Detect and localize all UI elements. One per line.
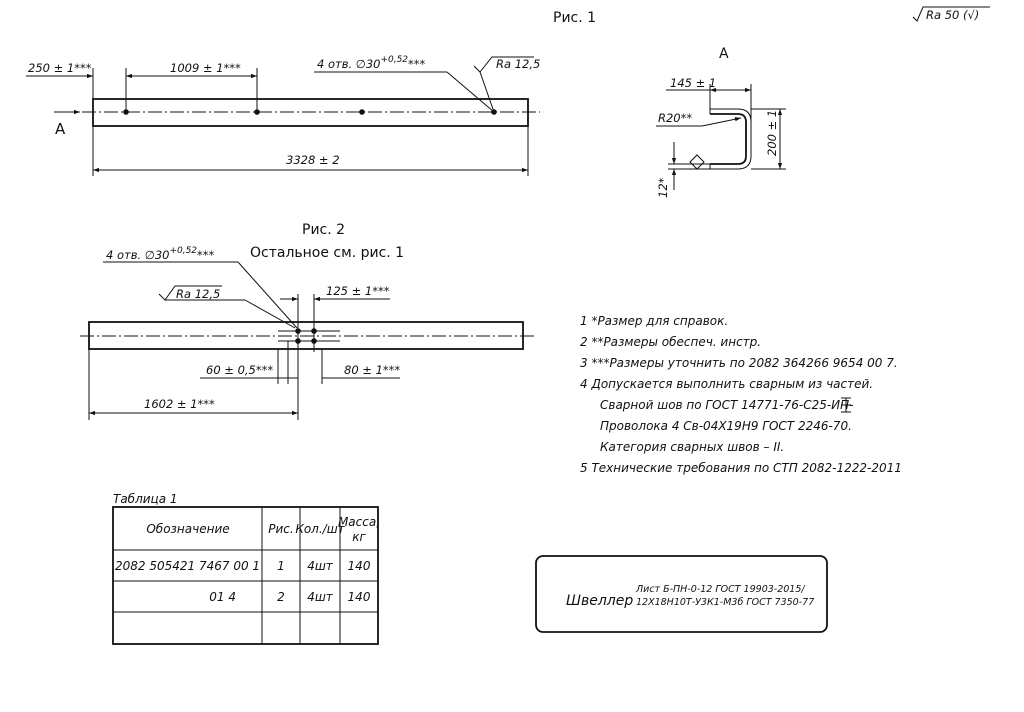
dim-80: 80 ± 1***	[344, 363, 400, 377]
note-4: 4 Допускается выполнить сварным из часте…	[580, 377, 873, 391]
dim-145: 145 ± 1	[670, 76, 716, 90]
fig2-holes-callout: 4 отв. ∅30+0,52***	[106, 246, 215, 262]
radius-r20: R20**	[658, 111, 692, 125]
table-cell-designation: 2082 505421 7467 00 1	[115, 559, 260, 573]
view-a-label: А	[55, 120, 66, 138]
table-cell-qty: 4шт	[307, 590, 334, 604]
material-name: Швеллер	[566, 593, 633, 609]
technical-notes: 1 *Размер для справок. 2 **Размеры обесп…	[580, 314, 902, 475]
table-header-designation: Обозначение	[146, 522, 229, 536]
table-header-mass: Масса,	[338, 515, 380, 529]
material-spec-line1: Лист Б-ПН-0-12 ГОСТ 19903-2015/	[635, 584, 806, 595]
dim-1009: 1009 ± 1***	[170, 61, 241, 75]
note-4-weld: Сварной шов по ГОСТ 14771-76-С25-ИП-	[600, 398, 854, 412]
fig2-hole	[295, 338, 301, 344]
table-cell-designation: 01 4	[209, 590, 236, 604]
fig2-subtitle: Остальное см. рис. 1	[250, 245, 404, 261]
note-4-category: Категория сварных швов – II.	[600, 440, 784, 454]
fig2-roughness: Ra 12,5	[176, 287, 220, 301]
fig1-hole	[359, 109, 365, 115]
fig1-title: Рис. 1	[553, 10, 596, 26]
table-header-qty: Кол./шт	[295, 522, 345, 536]
dim-60: 60 ± 0,5***	[206, 363, 273, 377]
dim-12: 12*	[656, 177, 670, 198]
section-a-view: А 145 ± 1 R20** 200 ± 1 12*	[656, 46, 786, 198]
section-a-title: А	[719, 46, 729, 62]
general-roughness-mark: Ra 50 (√)	[912, 6, 990, 22]
table-caption: Таблица 1	[113, 492, 178, 506]
fig1-holes-callout: 4 отв. ∅30+0,52***	[317, 55, 426, 71]
table-1: Таблица 1 Обозначение Рис. Кол./шт Масса…	[112, 492, 380, 645]
fig2-part-view: Рис. 2 Остальное см. рис. 1 4 отв. ∅30+0…	[80, 222, 535, 420]
fig1-roughness: Ra 12,5	[496, 57, 540, 71]
fig2-hole	[311, 338, 317, 344]
table-cell-mass: 140	[348, 590, 371, 604]
fig2-hole	[295, 328, 301, 334]
weld-symbol-icon	[841, 397, 851, 413]
table-cell-fig: 1	[277, 559, 285, 573]
note-5: 5 Технические требования по СТП 2082-122…	[580, 461, 902, 475]
general-roughness-label: Ra 50 (√)	[926, 8, 979, 22]
dim-125: 125 ± 1***	[326, 284, 390, 298]
table-cell-qty: 4шт	[307, 559, 334, 573]
table-cell-fig: 2	[277, 590, 285, 604]
dim-3328: 3328 ± 2	[286, 153, 340, 167]
material-spec-line2: 12Х18Н10Т-У3К1-М3б ГОСТ 7350-77	[636, 597, 814, 608]
table-header-fig: Рис.	[268, 522, 293, 536]
table-header-mass-unit: кг	[352, 530, 366, 544]
dim-200: 200 ± 1	[765, 110, 779, 156]
fig1-part-view: А 250 ± 1*** 1009 ± 1*** 4 отв. ∅30+0,52…	[26, 55, 540, 176]
note-4-wire: Проволока 4 Св-04Х19Н9 ГОСТ 2246-70.	[600, 419, 852, 433]
dim-250: 250 ± 1***	[28, 61, 92, 75]
material-block: Швеллер Лист Б-ПН-0-12 ГОСТ 19903-2015/ …	[535, 555, 828, 633]
table-cell-mass: 140	[348, 559, 371, 573]
fig2-hole	[311, 328, 317, 334]
note-1: 1 *Размер для справок.	[580, 314, 728, 328]
note-3: 3 ***Размеры уточнить по 2082 364266 965…	[580, 356, 898, 370]
dim-1602: 1602 ± 1***	[144, 397, 215, 411]
note-2: 2 **Размеры обеспеч. инстр.	[580, 335, 761, 349]
fig2-title: Рис. 2	[302, 222, 345, 238]
